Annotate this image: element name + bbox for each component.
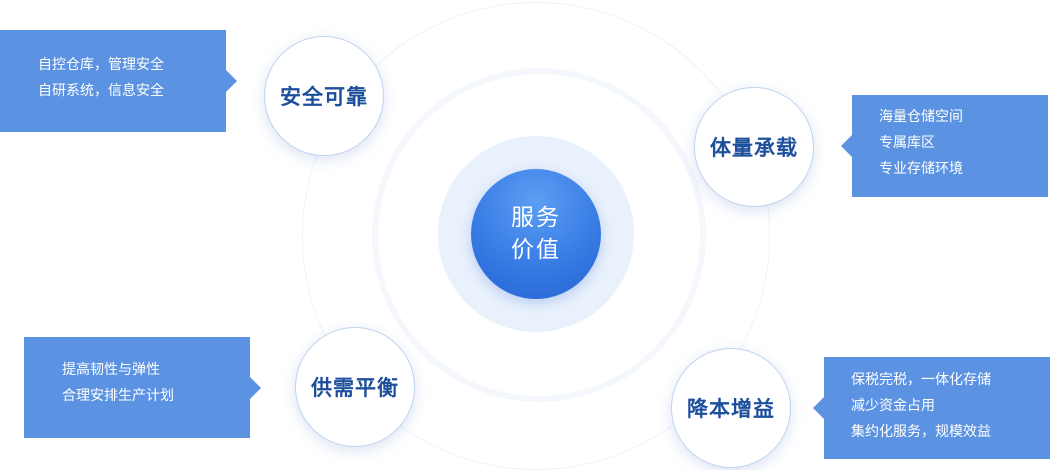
callout-security-line1: 自控仓库，管理安全 <box>38 57 164 73</box>
callout-balance-line2: 合理安排生产计划 <box>62 388 174 404</box>
callout-balance: 提高韧性与弹性 合理安排生产计划 <box>24 337 261 438</box>
callout-cost-line3: 集约化服务，规模效益 <box>851 424 991 440</box>
callout-cost-line2: 减少资金占用 <box>851 398 935 414</box>
node-cost-label: 降本增益 <box>687 397 775 421</box>
callout-capacity-line3: 专业存储环境 <box>879 161 963 177</box>
middle-ring <box>372 68 706 402</box>
callout-cost: 保税完税，一体化存储 减少资金占用 集约化服务，规模效益 <box>813 357 1050 459</box>
callout-security: 自控仓库，管理安全 自研系统，信息安全 <box>0 30 237 132</box>
node-cost: 降本增益 <box>671 348 791 468</box>
node-balance-label: 供需平衡 <box>311 376 399 400</box>
node-security: 安全可靠 <box>264 36 384 156</box>
center-circle: 服务 价值 <box>471 169 601 299</box>
node-security-label: 安全可靠 <box>280 85 368 109</box>
center-title-line2: 价值 <box>511 237 561 263</box>
callout-capacity-line2: 专属库区 <box>879 135 935 151</box>
node-capacity-label: 体量承载 <box>710 136 798 160</box>
callout-balance-line1: 提高韧性与弹性 <box>62 362 160 378</box>
node-capacity: 体量承载 <box>694 87 814 207</box>
center-title-line1: 服务 <box>511 205 561 231</box>
callout-security-line2: 自研系统，信息安全 <box>38 83 164 99</box>
callout-cost-line1: 保税完税，一体化存储 <box>851 372 991 388</box>
callout-capacity: 海量仓储空间 专属库区 专业存储环境 <box>841 95 1048 197</box>
node-balance: 供需平衡 <box>295 327 415 447</box>
callout-capacity-line1: 海量仓储空间 <box>879 109 963 125</box>
